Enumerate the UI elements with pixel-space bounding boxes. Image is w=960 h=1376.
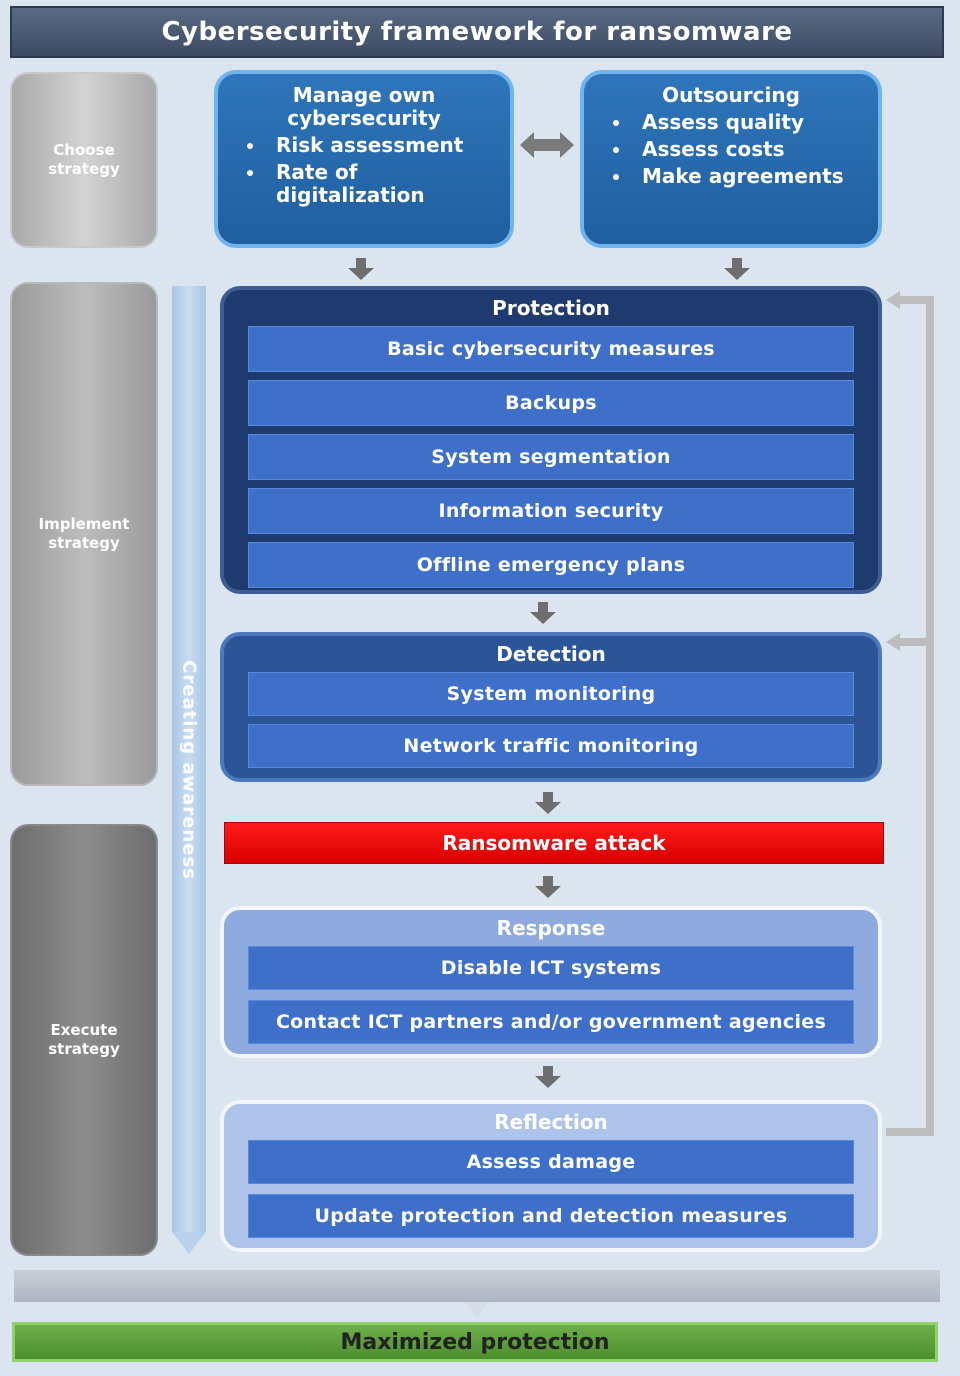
outsourcing-bullets: Assess quality Assess costs Make agreeme…	[602, 111, 860, 188]
ransomware-attack-banner: Ransomware attack	[224, 822, 884, 864]
down-arrow-icon	[535, 1066, 561, 1088]
detection-title: Detection	[496, 642, 606, 666]
protection-item: Information security	[248, 488, 854, 534]
feedback-loop-vertical	[926, 296, 934, 1136]
feedback-loop-middle	[900, 638, 934, 646]
awareness-arrow-bar	[172, 286, 206, 1232]
down-arrow-icon	[535, 792, 561, 814]
reflection-section: Reflection Assess damage Update protecti…	[220, 1100, 882, 1252]
reflection-title: Reflection	[494, 1110, 608, 1134]
outsourcing-box: Outsourcing Assess quality Assess costs …	[580, 70, 882, 248]
detection-item: Network traffic monitoring	[248, 724, 854, 768]
bottom-band	[14, 1270, 940, 1302]
bullet-item: Risk assessment	[266, 134, 492, 157]
manage-own-bullets: Risk assessment Rate of digitalization	[236, 134, 492, 207]
protection-item: Backups	[248, 380, 854, 426]
manage-own-title: Manage own cybersecurity	[287, 83, 441, 130]
awareness-arrow-tip	[172, 1232, 206, 1254]
protection-section: Protection Basic cybersecurity measures …	[220, 286, 882, 594]
double-arrow-icon	[520, 132, 574, 158]
reflection-item: Assess damage	[248, 1140, 854, 1184]
protection-item: Offline emergency plans	[248, 542, 854, 588]
bullet-item: Assess quality	[632, 111, 860, 134]
feedback-loop-top	[900, 296, 934, 304]
phase-execute-strategy: Execute strategy	[10, 824, 158, 1256]
protection-item: Basic cybersecurity measures	[248, 326, 854, 372]
detection-item: System monitoring	[248, 672, 854, 716]
down-arrow-icon	[465, 1302, 489, 1318]
response-item: Contact ICT partners and/or government a…	[248, 1000, 854, 1044]
reflection-item: Update protection and detection measures	[248, 1194, 854, 1238]
phase-implement-strategy: Implement strategy	[10, 282, 158, 786]
bullet-item: Assess costs	[632, 138, 860, 161]
response-item: Disable ICT systems	[248, 946, 854, 990]
phase-choose-strategy: Choose strategy	[10, 72, 158, 248]
response-title: Response	[496, 916, 606, 940]
feedback-arrowhead-icon	[886, 633, 900, 651]
response-section: Response Disable ICT systems Contact ICT…	[220, 906, 882, 1058]
feedback-arrowhead-icon	[886, 291, 900, 309]
down-arrow-icon	[348, 258, 374, 280]
maximized-protection-banner: Maximized protection	[12, 1322, 938, 1362]
bullet-item: Rate of digitalization	[266, 161, 492, 207]
feedback-loop-bottom	[886, 1128, 934, 1136]
diagram-title: Cybersecurity framework for ransomware	[10, 6, 944, 58]
manage-own-cybersecurity-box: Manage own cybersecurity Risk assessment…	[214, 70, 514, 248]
down-arrow-icon	[530, 602, 556, 624]
down-arrow-icon	[535, 876, 561, 898]
outsourcing-title: Outsourcing	[662, 83, 800, 107]
protection-title: Protection	[492, 296, 610, 320]
down-arrow-icon	[724, 258, 750, 280]
awareness-label: Creating awareness	[178, 660, 200, 880]
detection-section: Detection System monitoring Network traf…	[220, 632, 882, 782]
protection-item: System segmentation	[248, 434, 854, 480]
bullet-item: Make agreements	[632, 165, 860, 188]
